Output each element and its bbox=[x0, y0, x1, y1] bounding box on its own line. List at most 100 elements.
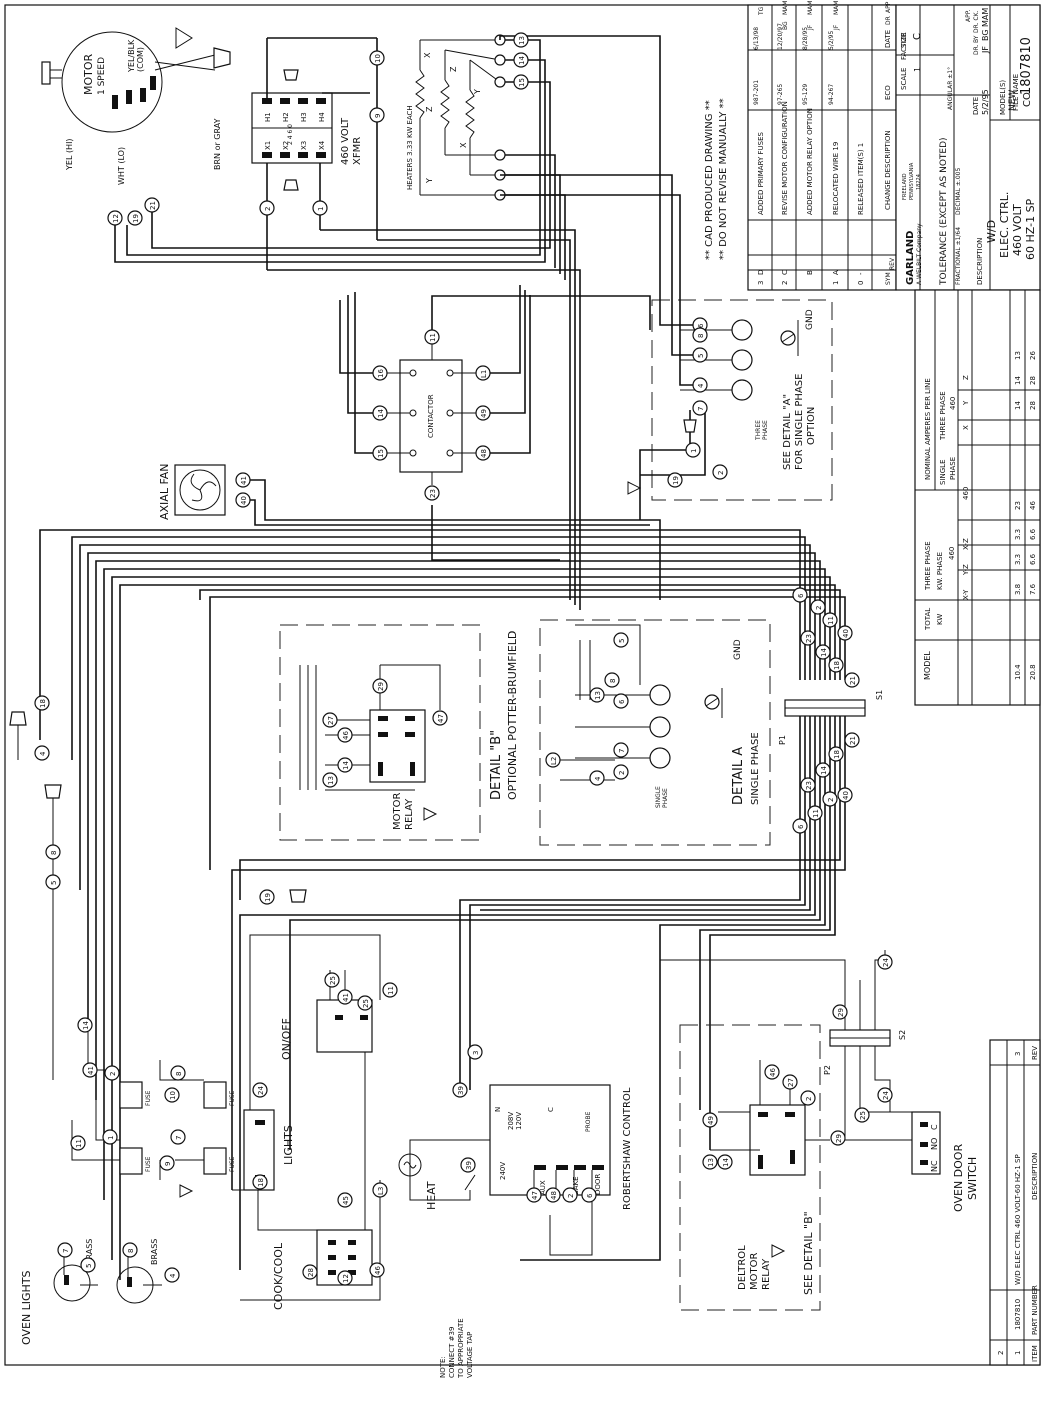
detail-a-note-line2: FOR SINGLE PHASE bbox=[794, 374, 805, 470]
rev-col-sym: SYM bbox=[885, 272, 892, 285]
wire-number-24: 24 bbox=[882, 958, 890, 967]
wire-number-49: 49 bbox=[480, 409, 488, 418]
wire-number-circle bbox=[702, 1154, 718, 1170]
p2-label: P2 bbox=[823, 1065, 832, 1075]
wire-number-41: 41 bbox=[342, 993, 350, 1002]
motor-relay-label2: RELAY bbox=[404, 798, 415, 830]
company-logo: GARLAND bbox=[905, 231, 916, 285]
wire-number-circle bbox=[34, 745, 50, 761]
rev-description: RELOCATED WIRE 19 bbox=[832, 142, 840, 215]
wire-number-8: 8 bbox=[609, 679, 617, 683]
wire-number-circle bbox=[830, 1130, 846, 1146]
deltrol-label3: RELAY bbox=[761, 1258, 772, 1290]
wire-number-circle bbox=[424, 485, 440, 501]
wire-number-14: 14 bbox=[722, 1158, 730, 1167]
see-detail-b-label: SEE DETAIL "B" bbox=[802, 1211, 815, 1295]
amps-three-volt: 460 bbox=[949, 397, 957, 410]
wire-number-circle bbox=[613, 764, 629, 780]
wire-number-circle bbox=[807, 805, 823, 821]
models-value: NEW bbox=[1008, 90, 1018, 111]
wire-number-circle bbox=[475, 365, 491, 381]
rev-letter: - bbox=[857, 272, 865, 275]
wire-number-11: 11 bbox=[827, 616, 835, 625]
rev-dr: JF bbox=[833, 24, 840, 31]
wire-number-circle bbox=[252, 1174, 268, 1190]
motor-relay-label: MOTOR bbox=[392, 793, 403, 830]
wire-number-5: 5 bbox=[85, 1264, 93, 1268]
wire-number-circle bbox=[45, 874, 61, 890]
wire-number-circle bbox=[513, 74, 529, 90]
amps-col-total: TOTAL bbox=[924, 608, 932, 631]
oven-lights-label: OVEN LIGHTS bbox=[20, 1270, 33, 1345]
wire-number-circle bbox=[692, 400, 708, 416]
wire-number-2: 2 bbox=[109, 1072, 117, 1076]
parts-part-number: 1807810 bbox=[1014, 1299, 1022, 1330]
by-label: BY bbox=[973, 35, 980, 43]
brass-label-2: BRASS bbox=[150, 1239, 159, 1265]
rev-col-date: DATE bbox=[884, 30, 892, 48]
wire-number-circle bbox=[837, 787, 853, 803]
wire-number-14: 14 bbox=[377, 409, 385, 418]
tolerance-label: TOLERANCE (EXCEPT AS NOTED) bbox=[939, 137, 949, 286]
wire-number-25: 25 bbox=[859, 1111, 867, 1120]
wire-number-1: 1 bbox=[107, 1136, 115, 1140]
wire-number-7: 7 bbox=[175, 1136, 183, 1140]
ctrl-term-240v: 240V bbox=[499, 1162, 507, 1180]
description-line1: W/D bbox=[985, 220, 998, 243]
wire-number-circle bbox=[252, 1082, 268, 1098]
wire-number-6: 6 bbox=[697, 323, 705, 328]
wire-number-9: 9 bbox=[164, 1162, 172, 1166]
lights-label: LIGHTS bbox=[282, 1125, 295, 1165]
ctrl-term-c: C bbox=[547, 1107, 555, 1112]
wire-number-labels: 1091212211913141511161415L14948236854712… bbox=[34, 32, 893, 1286]
wire-number-circle bbox=[792, 818, 808, 834]
heater-label-y: Y bbox=[473, 89, 482, 95]
wire-number-circle bbox=[832, 1004, 848, 1020]
wire-number-5: 5 bbox=[697, 354, 705, 358]
wire-number-circle bbox=[170, 1065, 186, 1081]
wire-number-circle bbox=[800, 1090, 816, 1106]
amps-col-model: MODEL bbox=[923, 651, 932, 680]
wire-number-circle bbox=[382, 982, 398, 998]
wire-number-circle bbox=[526, 1187, 542, 1203]
wire-number-circle bbox=[424, 329, 440, 345]
rev-description: REVISE MOTOR CONFIGURATION bbox=[781, 101, 789, 215]
motor-lead-lo: WHT (LO) bbox=[117, 147, 126, 185]
amps-subheader: X bbox=[962, 425, 970, 430]
heater-label-z2: Z bbox=[425, 106, 434, 112]
wire-number-circle bbox=[822, 791, 838, 807]
axial-fan: AXIAL FAN bbox=[158, 463, 661, 600]
warning-triangle-icon bbox=[175, 27, 193, 49]
detail-a-subtitle: SINGLE PHASE bbox=[750, 732, 761, 805]
wire-number-circle bbox=[369, 107, 385, 123]
models-label: MODEL(S) bbox=[999, 80, 1007, 115]
amps-cell: 10.4 bbox=[1014, 664, 1022, 680]
parts-col-description: DESCRIPTION bbox=[1031, 1153, 1039, 1200]
amps-subheader: X-Y bbox=[962, 589, 970, 600]
wire-number-circle bbox=[589, 770, 605, 786]
wire-number-circle bbox=[80, 1257, 96, 1273]
amps-cell: 3.3 bbox=[1014, 554, 1022, 565]
size-label: SIZE bbox=[900, 32, 908, 48]
wire-number-6: 6 bbox=[586, 1193, 594, 1198]
wire-number-46: 46 bbox=[374, 1266, 382, 1275]
revision-table bbox=[747, 4, 897, 291]
detail-a-note-line3: OPTION bbox=[806, 407, 817, 445]
dr-label: DR. bbox=[973, 44, 980, 55]
rev-eco: 97-265 bbox=[777, 84, 784, 105]
dr-value: JF bbox=[981, 46, 990, 54]
wire-number-19: 19 bbox=[672, 476, 680, 485]
wire-number-6: 6 bbox=[797, 824, 805, 829]
wire-number-circle bbox=[259, 200, 275, 216]
wire-number-45: 45 bbox=[342, 1196, 350, 1205]
wire-number-23: 23 bbox=[805, 634, 813, 643]
rev-eco: 987-201 bbox=[753, 80, 760, 105]
wire-number-48: 48 bbox=[480, 449, 488, 458]
wire-number-27: 27 bbox=[327, 716, 335, 725]
wire-number-circle bbox=[102, 1129, 118, 1145]
ck-label: DR. CK. bbox=[973, 10, 980, 33]
wire-number-circle bbox=[324, 972, 340, 988]
oven-door-label2: SWITCH bbox=[966, 1157, 979, 1200]
wire-number-circle bbox=[34, 695, 50, 711]
fuse-label-1: FUSE bbox=[145, 1090, 152, 1106]
